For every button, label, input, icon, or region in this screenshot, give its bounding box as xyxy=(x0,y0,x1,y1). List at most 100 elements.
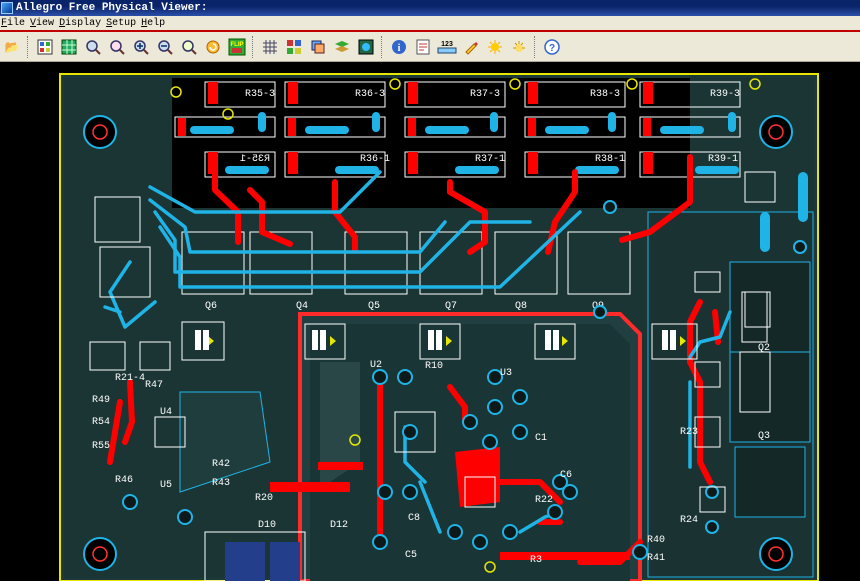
mounting-holes xyxy=(83,115,793,571)
label-u2: U2 xyxy=(370,360,382,371)
label-r55: R55 xyxy=(92,441,110,452)
label-q2: Q2 xyxy=(758,343,770,354)
label-d10: D10 xyxy=(258,520,276,531)
menu-view-key: V xyxy=(30,17,37,29)
resistor-labels: R35-1 R35-3 R36-1 R36-3 R37-1 R37-3 R38-… xyxy=(240,89,740,165)
label-r20: R20 xyxy=(255,493,273,504)
menu-display-rest: isplay xyxy=(65,17,102,29)
svg-text:i: i xyxy=(398,43,401,54)
label-r10: R10 xyxy=(425,361,443,372)
grid-toggle-icon[interactable] xyxy=(260,37,280,57)
mosfet-row xyxy=(181,231,631,295)
menu-file[interactable]: File xyxy=(0,18,29,29)
label-r22: R22 xyxy=(535,495,553,506)
open-folder-icon[interactable]: 📂 xyxy=(4,39,20,54)
label-r39b: R39-3 xyxy=(710,89,740,100)
redraw-icon[interactable] xyxy=(203,37,223,57)
menu-display[interactable]: Display xyxy=(58,18,105,29)
label-r21: R21-4 xyxy=(115,373,145,384)
u4-region xyxy=(179,391,271,493)
layers-icon[interactable] xyxy=(308,37,328,57)
label-r37: R37-1 xyxy=(475,154,505,165)
label-r36b: R36-3 xyxy=(355,89,385,100)
label-r46: R46 xyxy=(115,475,133,486)
label-r24: R24 xyxy=(680,515,698,526)
menu-view[interactable]: View xyxy=(29,18,58,29)
help-icon[interactable]: ? xyxy=(542,37,562,57)
label-r54: R54 xyxy=(92,417,110,428)
toolbar-separator xyxy=(252,35,255,58)
label-r42: R42 xyxy=(212,459,230,470)
board-view-icon[interactable] xyxy=(356,37,376,57)
zoom-previous-icon[interactable] xyxy=(179,37,199,57)
menu-view-rest: iew xyxy=(36,17,55,29)
toolbar-separator xyxy=(381,35,384,58)
label-q5: Q5 xyxy=(368,301,380,312)
resistor-pads xyxy=(178,82,653,174)
resistor-cyan-pads xyxy=(190,112,739,174)
label-c8: C8 xyxy=(408,513,420,524)
menu-setup-rest: etup xyxy=(112,17,137,29)
label-c1: C1 xyxy=(535,433,547,444)
label-c6: C6 xyxy=(560,470,572,481)
stack-icon[interactable] xyxy=(332,37,352,57)
diode-icons xyxy=(208,336,686,346)
label-r36: R36-1 xyxy=(360,154,390,165)
menu-setup-key: S xyxy=(106,17,113,29)
label-r3: R3 xyxy=(530,555,542,566)
top-keepout xyxy=(172,78,690,208)
dim-icon[interactable] xyxy=(509,37,529,57)
zoom-window-icon[interactable] xyxy=(107,37,127,57)
vias xyxy=(122,200,807,560)
menu-help[interactable]: Help xyxy=(140,18,169,29)
label-u5: U5 xyxy=(160,480,172,491)
label-r49: R49 xyxy=(92,395,110,406)
label-q7: Q7 xyxy=(445,301,457,312)
label-r23: R23 xyxy=(680,427,698,438)
right-components xyxy=(694,271,771,513)
shade-icon[interactable] xyxy=(485,37,505,57)
layer-color-icon[interactable] xyxy=(35,37,55,57)
menu-help-rest: elp xyxy=(147,17,166,29)
menu-file-rest: ile xyxy=(7,17,26,29)
highlight-icon[interactable] xyxy=(461,37,481,57)
label-r38b: R38-3 xyxy=(590,89,620,100)
white-pads xyxy=(195,330,676,581)
menu-setup[interactable]: Setup xyxy=(105,18,140,29)
label-d12: D12 xyxy=(330,520,348,531)
label-r35: R35-1 xyxy=(240,154,270,165)
label-c5: C5 xyxy=(405,550,417,561)
report-icon[interactable] xyxy=(413,37,433,57)
q10-region xyxy=(734,446,806,518)
label-r43: R43 xyxy=(212,478,230,489)
label-r41: R41 xyxy=(647,553,665,564)
resistor-array-row xyxy=(174,81,741,178)
zoom-in-icon[interactable] xyxy=(131,37,151,57)
toolbar: 📂 FLIP i 123 ? xyxy=(0,32,860,62)
zoom-fit-icon[interactable] xyxy=(83,37,103,57)
component-labels: U2 U3 U4 U5 R10 C5 C8 C1 C6 R47 R49 R54 … xyxy=(92,343,770,566)
info-icon[interactable]: i xyxy=(389,37,409,57)
menu-help-key: H xyxy=(141,17,148,29)
measure-text: 123 xyxy=(441,41,453,48)
grid-view-icon[interactable] xyxy=(59,37,79,57)
yellow-vias xyxy=(170,78,761,573)
label-r35b: R35-3 xyxy=(245,89,275,100)
label-q6: Q6 xyxy=(205,301,217,312)
menu-file-key: F xyxy=(1,17,8,29)
board-canvas[interactable]: R35-1 R35-3 R36-1 R36-3 R37-1 R37-3 R38-… xyxy=(0,62,860,581)
u2-region xyxy=(320,362,360,482)
zoom-out-icon[interactable] xyxy=(155,37,175,57)
color-palette-icon[interactable] xyxy=(284,37,304,57)
label-u4: U4 xyxy=(160,407,172,418)
cyan-pads xyxy=(760,172,808,252)
pcb-drawing[interactable]: R35-1 R35-3 R36-1 R36-3 R37-1 R37-3 R38-… xyxy=(0,62,860,581)
label-q8: Q8 xyxy=(515,301,527,312)
measure-icon[interactable]: 123 xyxy=(437,37,457,57)
flip-board-icon[interactable]: FLIP xyxy=(227,37,247,57)
label-r37b: R37-3 xyxy=(470,89,500,100)
label-u3: U3 xyxy=(500,368,512,379)
label-r38: R38-1 xyxy=(595,154,625,165)
menu-display-key: D xyxy=(59,17,66,29)
svg-text:?: ? xyxy=(549,43,555,54)
